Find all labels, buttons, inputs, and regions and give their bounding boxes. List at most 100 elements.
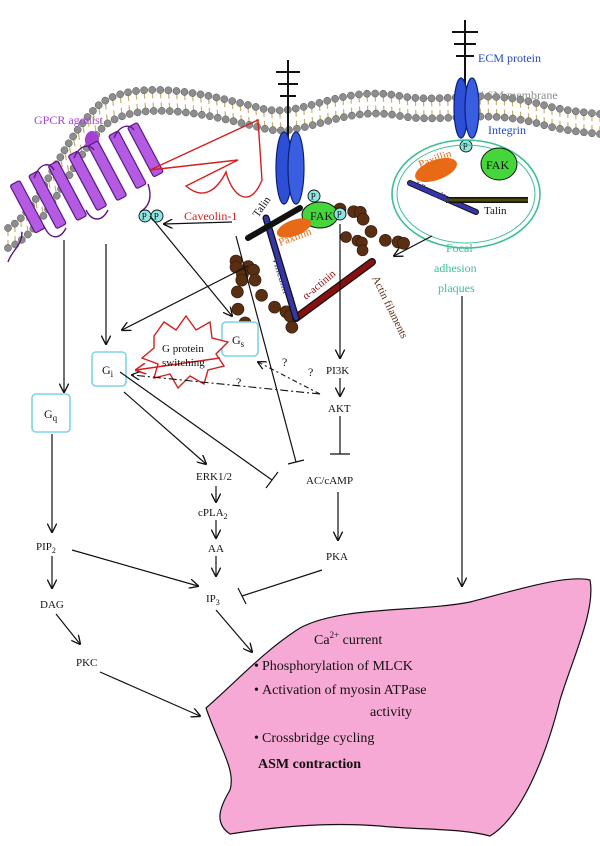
lipid-head (116, 90, 125, 99)
lipid-head (94, 101, 103, 110)
lipid-head (293, 124, 301, 133)
lipid-head (444, 113, 453, 122)
g-protein-switching-label-1: G protein (162, 343, 204, 355)
lipid-head (532, 99, 541, 107)
caveolin-1-shape (149, 118, 263, 198)
lipid-head (580, 128, 588, 137)
phosphate-label: P (463, 142, 468, 152)
lipid-head (596, 110, 600, 118)
lipid-head (348, 111, 356, 120)
fap-vinculin-label: Vinculin (413, 180, 453, 207)
lipid-head (164, 86, 173, 95)
pi3k-label: PI3K (326, 365, 349, 377)
actin-bead (255, 289, 268, 302)
lipid-head (331, 94, 339, 103)
talin-label: Talin (251, 194, 274, 220)
lipid-head (24, 230, 32, 239)
akt-label: AKT (328, 403, 351, 415)
lipid-head (101, 96, 110, 105)
lipid-head (500, 93, 509, 102)
bullet-dot-1: • (254, 659, 259, 674)
lipid-head (83, 113, 92, 121)
lipid-head (571, 107, 580, 116)
lipid-head (419, 94, 428, 103)
fap-talin-label: Talin (484, 205, 507, 217)
lipid-head (356, 110, 364, 119)
lipid-head (516, 95, 525, 104)
lipid-head (190, 109, 198, 118)
lipid-head (524, 97, 533, 106)
gi-box (91, 351, 127, 387)
caveolin-1-label: Caveolin-1 (184, 209, 237, 223)
lipid-head (420, 114, 428, 123)
lipid-head (196, 90, 205, 99)
lipid-head (291, 104, 300, 113)
bullet-2b: activity (370, 705, 412, 720)
actin-bead (285, 320, 299, 334)
lipid-head (56, 153, 65, 162)
ac-camp-label: AC/cAMP (306, 475, 353, 487)
lipid-head (443, 94, 452, 102)
lipid-head (580, 108, 588, 117)
lipid-head (141, 107, 150, 116)
fap-fak-label: FAK (486, 158, 509, 172)
gpcr-agonist-label: GPCR agonist (34, 113, 104, 127)
lipid-head (97, 124, 106, 133)
lipid-head (412, 114, 420, 122)
lipid-head (64, 139, 73, 148)
lipid-head (307, 101, 316, 109)
pka-label: PKA (326, 551, 348, 563)
lipid-head (205, 112, 214, 121)
lipid-head (236, 99, 244, 107)
lipid-head (508, 94, 517, 103)
lipid-head (500, 113, 509, 122)
lipid-head (267, 106, 276, 115)
lipid-head (308, 121, 317, 129)
phosphate-circle (333, 207, 347, 221)
integrin-right (452, 20, 480, 139)
lipid-head (60, 146, 69, 155)
lipid-head (380, 109, 388, 118)
lipid-head (89, 107, 97, 115)
lipid-head (174, 107, 182, 116)
gpcr-receptor (7, 122, 164, 263)
gi-label: Gi (102, 363, 114, 379)
lipid-head (428, 114, 436, 123)
lipid-head (492, 113, 501, 121)
phosphate-label: P (154, 212, 159, 222)
lipid-head (492, 93, 501, 101)
lipid-head (16, 214, 25, 223)
integrin-label: Integrin (488, 123, 526, 137)
lipid-head (133, 108, 142, 117)
lipid-head (508, 114, 517, 123)
actin-bead (231, 302, 245, 316)
lipid-head (220, 95, 229, 104)
lipid-head (165, 107, 174, 115)
actin-bead (356, 212, 370, 226)
actin-bead (340, 231, 352, 243)
lipid-head (323, 96, 332, 105)
erk-label: ERK1/2 (196, 471, 232, 483)
focal-adhesion-label-2: adhesion (434, 261, 477, 275)
lipid-head (484, 92, 493, 101)
lipid-head (188, 89, 197, 97)
lipid-head (588, 109, 596, 118)
phosphate-label: P (311, 192, 316, 202)
pathway-arrows (52, 215, 462, 716)
lipid-head (340, 113, 348, 121)
lipid-head (524, 117, 533, 126)
lipid-head (73, 125, 82, 134)
lipid-head (371, 89, 379, 98)
actin-bead (231, 285, 244, 299)
lipid-head (140, 86, 148, 95)
pip2-label: PIP2 (36, 541, 56, 555)
ip3-label: IP3 (206, 593, 220, 607)
lipid-head (411, 94, 420, 102)
lipid-head (253, 122, 261, 131)
lipid-head (4, 224, 12, 232)
lipid-head (103, 119, 112, 128)
question-mark-3: ? (236, 375, 241, 389)
lipid-head (596, 130, 600, 138)
lipid-head (540, 121, 549, 130)
